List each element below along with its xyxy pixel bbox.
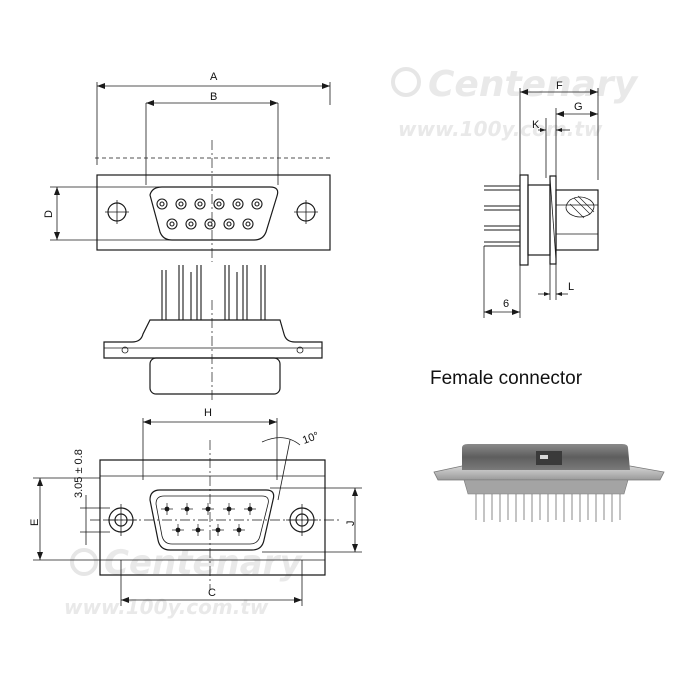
dim-label-b: B [210, 91, 217, 103]
watermark-url-top: www.100y.com.tw [398, 117, 603, 141]
dim-label-six: 6 [503, 298, 509, 310]
connector-photo [433, 444, 665, 522]
caption-female-connector: Female connector [430, 368, 583, 389]
dim-label-l: L [568, 281, 574, 293]
dim-label-c: C [208, 587, 216, 599]
dim-label-d: D [43, 210, 55, 218]
dim-label-a: A [210, 71, 218, 83]
profile-view [103, 265, 323, 400]
watermark-url-bottom: www.100y.com.tw [64, 595, 269, 619]
dim-label-j: J [345, 521, 357, 527]
top-view: A B [43, 71, 331, 262]
watermark-brand-bottom: Centenary [104, 543, 303, 583]
side-view: F G K [483, 80, 599, 318]
dim-label-k: K [532, 119, 540, 131]
watermark-brand-top: Centenary [428, 64, 639, 105]
dim-label-f: F [556, 80, 563, 92]
dim-label-g: G [574, 101, 583, 113]
dim-label-hole: 3.05 ± 0.8 [73, 449, 85, 498]
dim-label-e: E [29, 519, 41, 526]
bottom-view: H 10° [29, 407, 362, 606]
dim-label-h: H [204, 407, 212, 419]
watermark-top: Centenary www.100y.com.tw [391, 64, 639, 141]
dim-label-angle: 10° [301, 430, 321, 447]
